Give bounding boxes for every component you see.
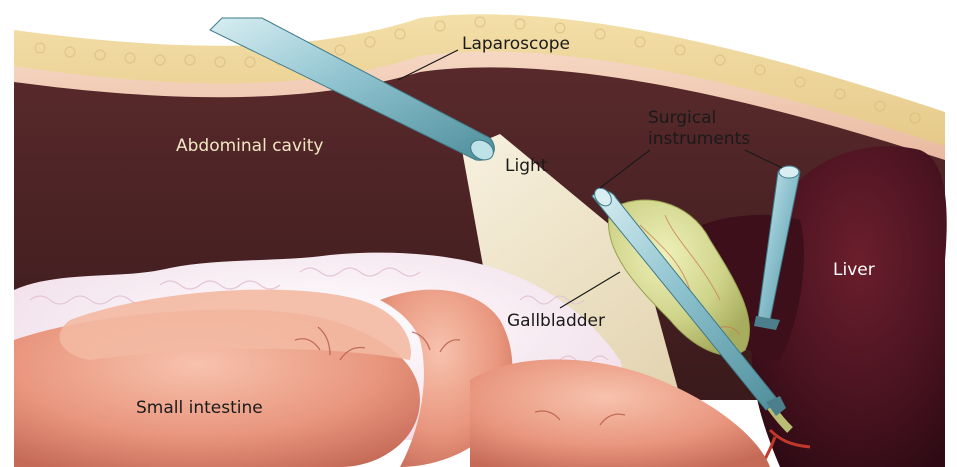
label-gallbladder: Gallbladder <box>507 311 605 332</box>
label-abdominal-cavity: Abdominal cavity <box>176 136 324 157</box>
label-laparoscope: Laparoscope <box>462 34 570 55</box>
label-liver: Liver <box>833 260 875 281</box>
label-light: Light <box>505 156 547 177</box>
label-small-intestine: Small intestine <box>136 398 263 419</box>
label-surgical-instruments: Surgical instruments <box>648 108 750 150</box>
